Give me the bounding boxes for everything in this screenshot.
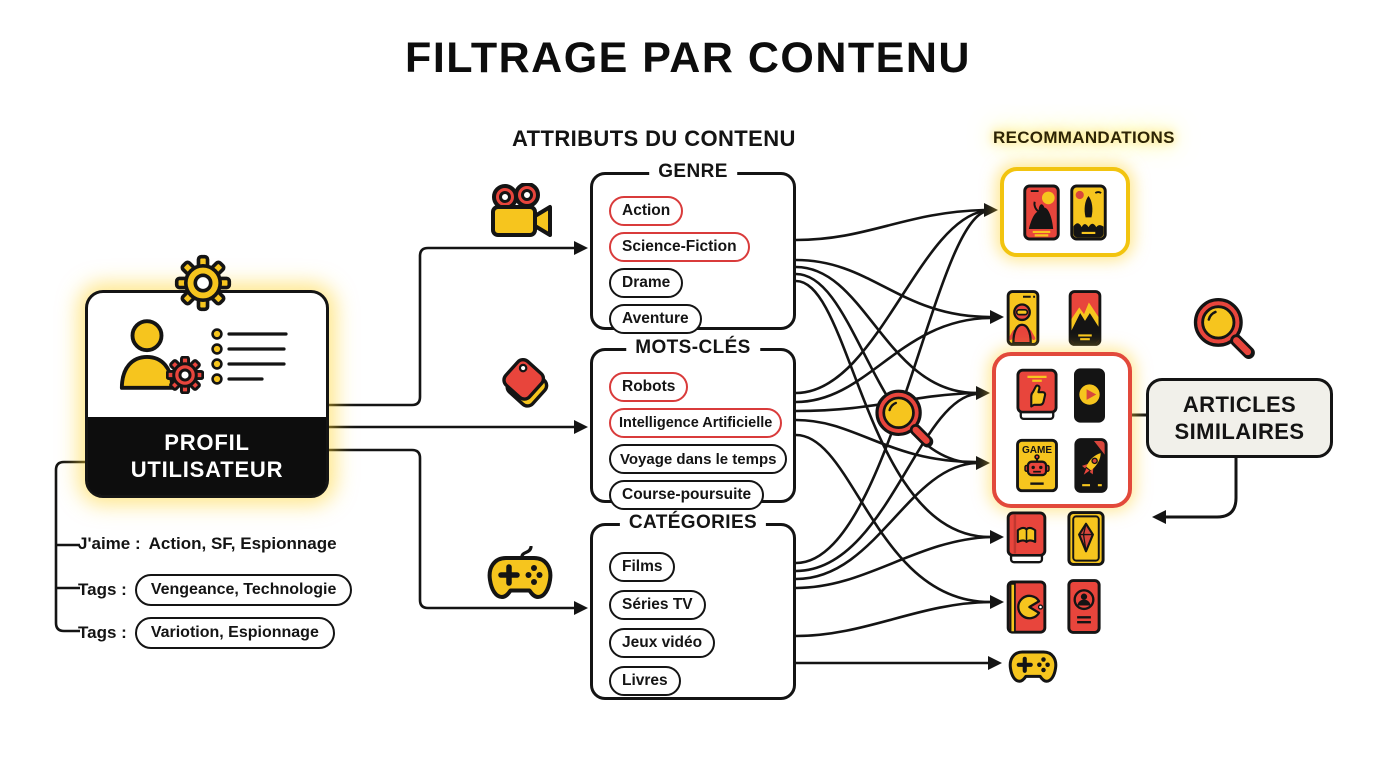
recommended-group-highlight-red: GAME	[992, 352, 1132, 508]
genre-box-title: GENRE	[649, 161, 737, 183]
pill-science-fiction: Science-Fiction	[609, 232, 750, 262]
tags-label: Tags :	[78, 580, 127, 599]
keywords-box-title: MOTS-CLÉS	[626, 337, 760, 359]
recommended-group-highlight-yellow	[1000, 167, 1130, 257]
profile-card-title: PROFIL UTILISATEUR	[88, 417, 326, 495]
user-profile-card: PROFIL UTILISATEUR	[85, 290, 329, 498]
pill-films: Films	[609, 552, 676, 582]
similar-articles-line1: ARTICLES	[1182, 391, 1297, 417]
robot-movie-poster-icon	[1006, 290, 1040, 346]
game-card-label: GAME	[1022, 445, 1052, 456]
profile-card-icon	[1067, 579, 1101, 634]
magnifier-icon	[1193, 297, 1255, 359]
similar-articles-box: ARTICLES SIMILAIRES	[1146, 378, 1333, 458]
game-controller-icon	[487, 546, 553, 599]
user-icon	[119, 319, 175, 390]
tags-label: Tags :	[78, 623, 127, 642]
profile-title-line1: PROFIL	[164, 429, 250, 455]
settings-gear-icon	[166, 356, 204, 394]
page-title: FILTRAGE PAR CONTENU	[405, 34, 971, 82]
categories-box-title: CATÉGORIES	[619, 512, 767, 534]
tags-pill: Vengeance, Technologie	[134, 574, 353, 606]
profile-likes-row: J'aime : Action, SF, Espionnage	[78, 534, 337, 554]
profile-tags-row-2: Tags : Variotion, Espionnage	[78, 617, 335, 649]
reading-book-icon	[1006, 511, 1047, 564]
mountain-movie-poster-icon	[1068, 290, 1102, 346]
profile-title-line2: UTILISATEUR	[130, 457, 284, 482]
magnifier-icon	[875, 389, 934, 448]
price-tag-icon	[502, 357, 549, 408]
likes-label: J'aime :	[78, 534, 141, 553]
attributes-heading: ATTRIBUTS DU CONTENU	[512, 126, 796, 151]
recommendations-heading: RECOMMANDATIONS	[993, 128, 1175, 147]
pill-voyage-dans-le-temps: Voyage dans le temps	[609, 444, 788, 474]
pill-robots: Robots	[609, 372, 689, 402]
genre-box: GENRE Action Science-Fiction Drame Avent…	[590, 161, 796, 334]
game-robot-card-icon: GAME	[1016, 438, 1058, 492]
categories-box: CATÉGORIES Films Séries TV Jeux vidéo Li…	[590, 512, 796, 700]
similar-articles-line2: SIMILAIRES	[1174, 419, 1305, 444]
likes-value: Action, SF, Espionnage	[148, 534, 337, 553]
pacman-book-icon	[1006, 580, 1047, 634]
rocket-card-icon	[1074, 437, 1108, 493]
pill-intelligence-artificielle: Intelligence Artificielle	[609, 408, 783, 438]
profile-tags-row-1: Tags : Vengeance, Technologie	[78, 574, 353, 606]
gear-icon	[174, 254, 232, 312]
tags-pill: Variotion, Espionnage	[134, 617, 335, 649]
pill-livres: Livres	[609, 666, 681, 696]
play-video-card-icon	[1074, 367, 1105, 423]
pill-course-poursuite: Course-poursuite	[609, 480, 765, 510]
keywords-box: MOTS-CLÉS Robots Intelligence Artificiel…	[590, 337, 796, 510]
game-controller-recommendation-icon	[1008, 650, 1058, 683]
pill-action: Action	[609, 196, 684, 226]
preferences-list-icon	[211, 328, 288, 385]
rocket-movie-poster-icon	[1070, 184, 1107, 240]
movie-camera-icon	[491, 183, 552, 237]
pill-aventure: Aventure	[609, 304, 702, 334]
pill-series-tv: Séries TV	[609, 590, 706, 620]
pill-drame: Drame	[609, 268, 684, 298]
thumbs-up-book-icon	[1016, 368, 1058, 420]
pill-jeux-video: Jeux vidéo	[609, 628, 716, 658]
gem-card-icon	[1067, 511, 1105, 566]
monster-movie-poster-icon	[1023, 184, 1060, 240]
